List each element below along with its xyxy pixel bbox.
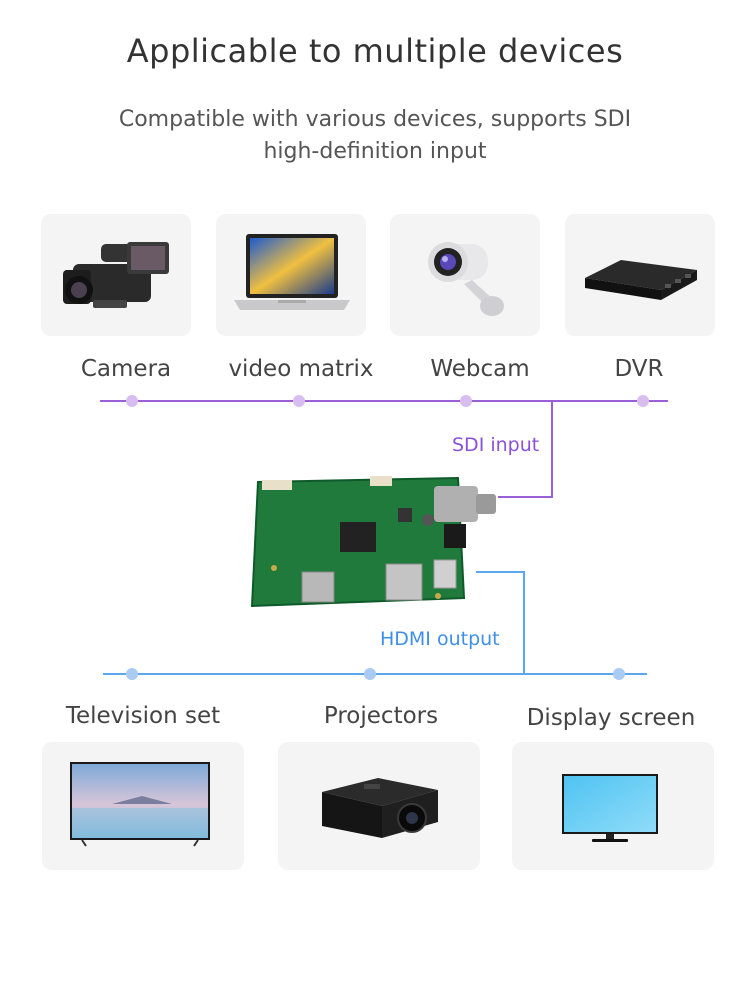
sdi-node-dot bbox=[293, 395, 305, 407]
output-label-display-screen: Display screen bbox=[526, 705, 696, 731]
hdmi-connector-horizontal bbox=[476, 571, 525, 573]
output-card-display-screen bbox=[512, 742, 714, 870]
subtitle-line-2: high-definition input bbox=[263, 139, 487, 164]
sdi-node-dot bbox=[460, 395, 472, 407]
output-label-projectors: Projectors bbox=[323, 703, 439, 729]
hdmi-node-dot bbox=[364, 668, 376, 680]
input-card-video-matrix bbox=[216, 214, 366, 336]
capture-board-image bbox=[248, 472, 500, 612]
input-card-webcam bbox=[390, 214, 540, 336]
dvr-box-icon bbox=[585, 260, 697, 300]
circuit-board-icon bbox=[250, 476, 496, 608]
hdmi-node-dot bbox=[613, 668, 625, 680]
sdi-node-dot bbox=[637, 395, 649, 407]
output-label-television: Television set bbox=[65, 703, 221, 729]
sdi-connector-horizontal bbox=[498, 496, 553, 498]
projector-icon bbox=[322, 778, 438, 838]
laptop-icon bbox=[234, 234, 350, 310]
page-title: Applicable to multiple devices bbox=[126, 32, 624, 70]
output-card-television bbox=[42, 742, 244, 870]
input-card-dvr bbox=[565, 214, 715, 336]
hdmi-connector-vertical bbox=[523, 571, 525, 673]
hdmi-node-dot bbox=[126, 668, 138, 680]
sdi-input-label: SDI input bbox=[452, 434, 540, 456]
input-label-webcam: Webcam bbox=[430, 356, 530, 382]
television-icon bbox=[70, 762, 210, 847]
input-card-camera bbox=[41, 214, 191, 336]
hdmi-output-label: HDMI output bbox=[380, 628, 500, 650]
camera-icon bbox=[63, 242, 169, 308]
subtitle-line-1: Compatible with various devices, support… bbox=[118, 107, 632, 132]
input-label-camera: Camera bbox=[80, 356, 172, 382]
sdi-node-dot bbox=[126, 395, 138, 407]
sdi-connector-vertical bbox=[551, 401, 553, 498]
output-card-projector bbox=[278, 742, 480, 870]
monitor-icon bbox=[562, 774, 658, 842]
input-label-video-matrix: video matrix bbox=[228, 356, 374, 382]
webcam-icon bbox=[428, 242, 504, 316]
page-subtitle: Compatible with various devices, support… bbox=[75, 104, 675, 168]
sdi-bus-line bbox=[100, 400, 668, 402]
input-label-dvr: DVR bbox=[614, 356, 664, 382]
